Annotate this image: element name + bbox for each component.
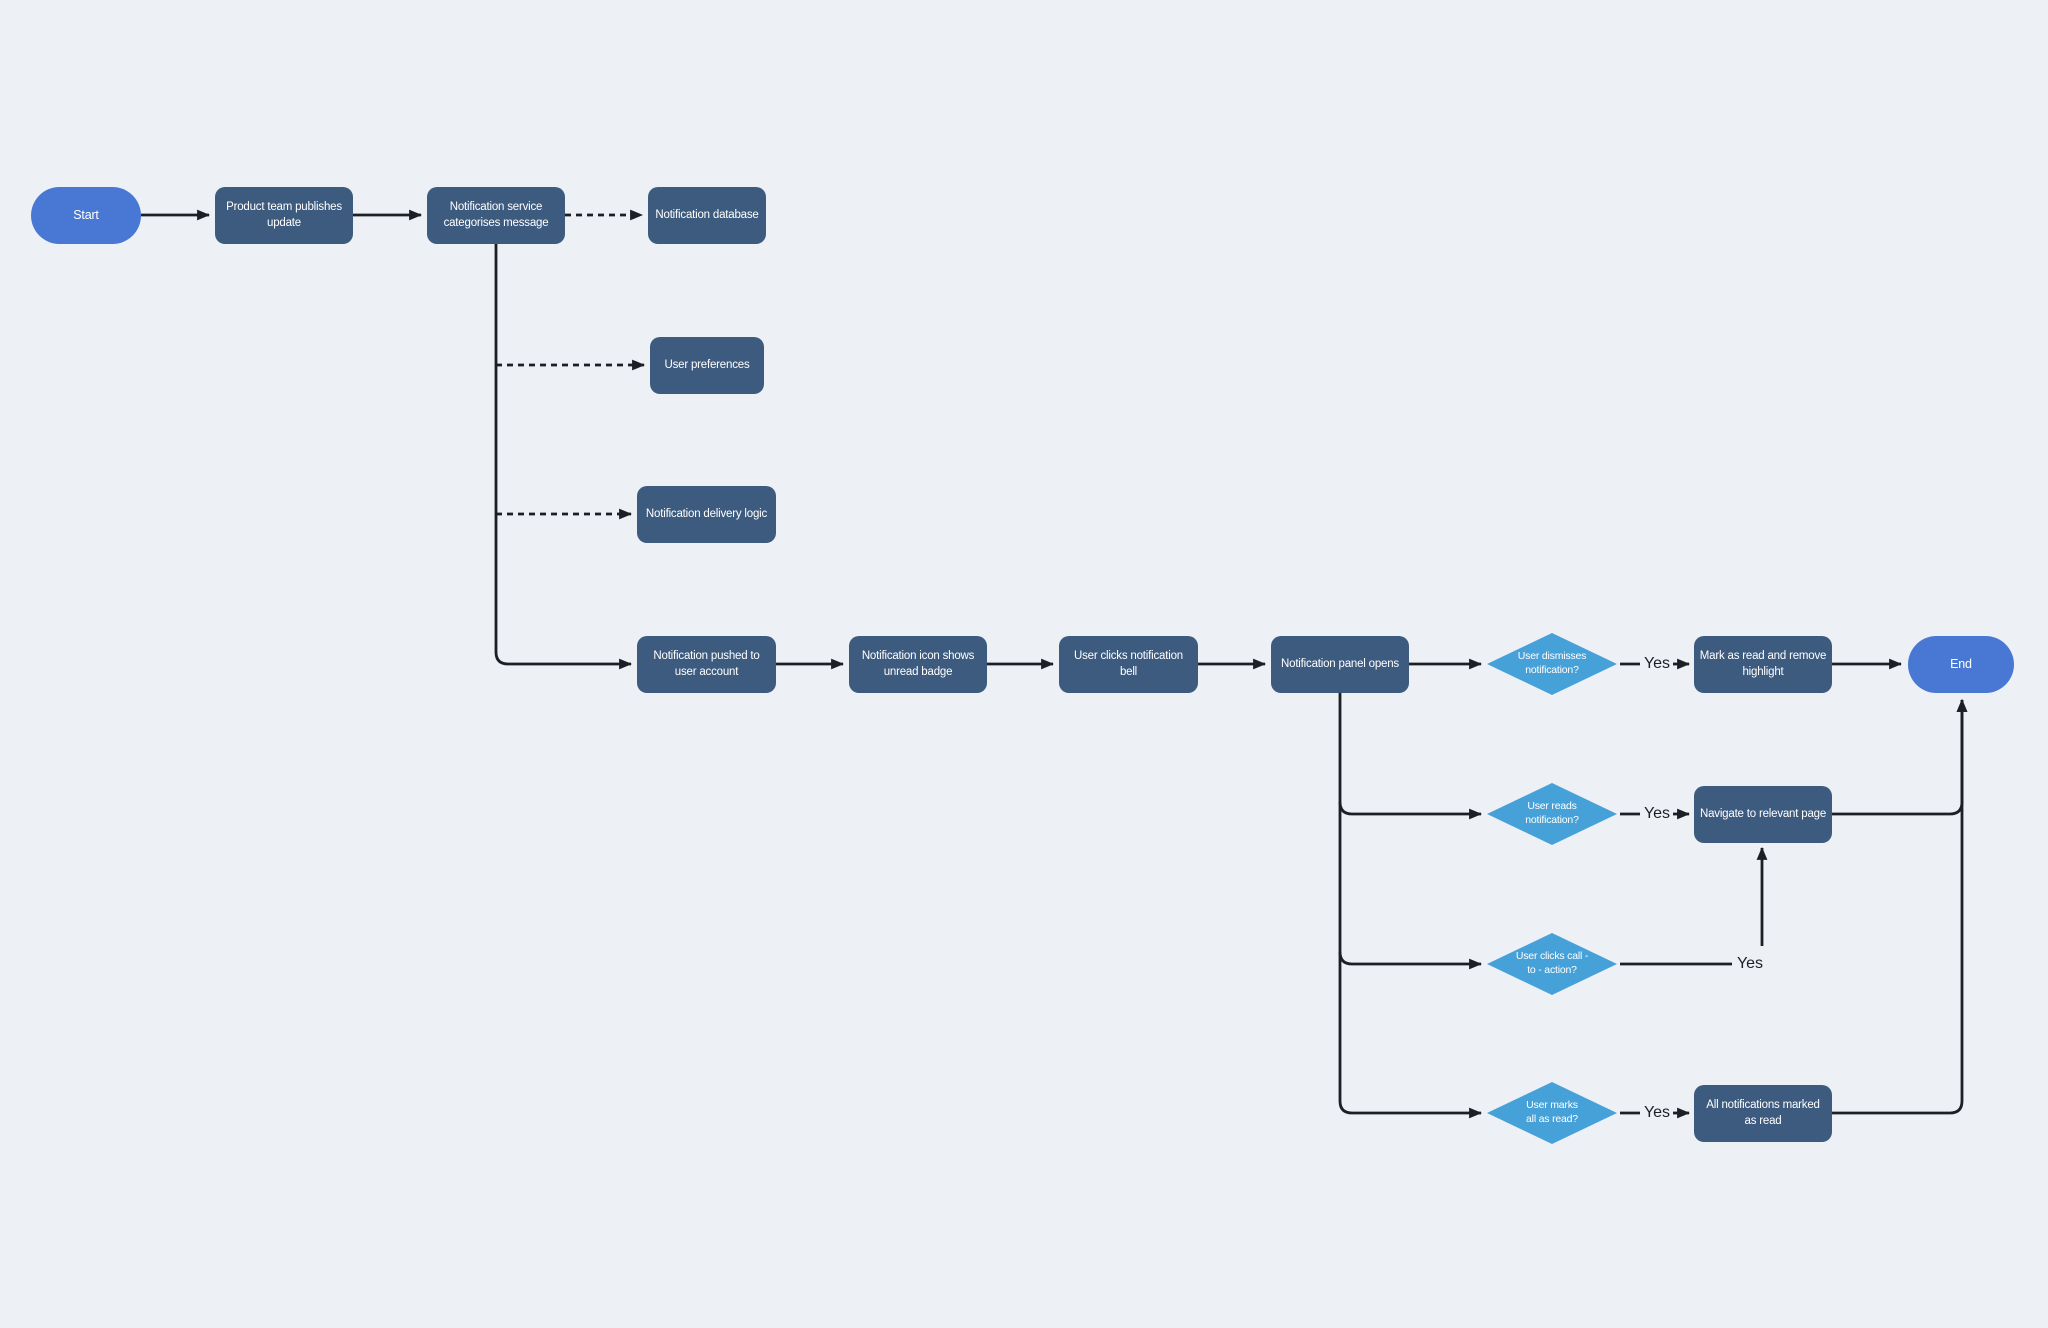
node-delivery-logic[interactable]: Notification delivery logic	[637, 486, 776, 543]
edge-label-dismiss-yes: Yes	[1643, 655, 1671, 672]
edge-navigate-to-end	[1831, 698, 1968, 816]
node-mark-read-remove[interactable]: Mark as read and remove highlight	[1694, 636, 1832, 693]
edge-label-marksall-yes: Yes	[1643, 1104, 1671, 1121]
edge-label-cta-yes: Yes	[1736, 955, 1764, 972]
node-notification-database[interactable]: Notification database	[648, 187, 766, 244]
node-pushed-to-account[interactable]: Notification pushed to user account	[637, 636, 776, 693]
node-notification-service[interactable]: Notification service categorises message	[427, 187, 565, 244]
edge-service-to-pushed	[494, 243, 633, 670]
node-product-team-publishes[interactable]: Product team publishes update	[215, 187, 353, 244]
edge-panel-branch-to-reads	[1338, 801, 1483, 820]
node-user-preferences[interactable]: User preferences	[650, 337, 764, 394]
node-clicks-bell[interactable]: User clicks notification bell	[1059, 636, 1198, 693]
node-start[interactable]: Start	[31, 187, 141, 244]
node-navigate-relevant[interactable]: Navigate to relevant page	[1694, 786, 1832, 843]
node-icon-unread-badge[interactable]: Notification icon shows unread badge	[849, 636, 987, 693]
node-all-marked-read[interactable]: All notifications marked as read	[1694, 1085, 1832, 1142]
node-end[interactable]: End	[1908, 636, 2014, 693]
node-panel-opens[interactable]: Notification panel opens	[1271, 636, 1409, 693]
edge-panel-trunk-to-marksall	[1338, 693, 1483, 1119]
edge-label-reads-yes: Yes	[1643, 805, 1671, 822]
edge-allmarked-to-end	[1831, 698, 1968, 1115]
edge-panel-branch-to-cta	[1338, 951, 1483, 970]
